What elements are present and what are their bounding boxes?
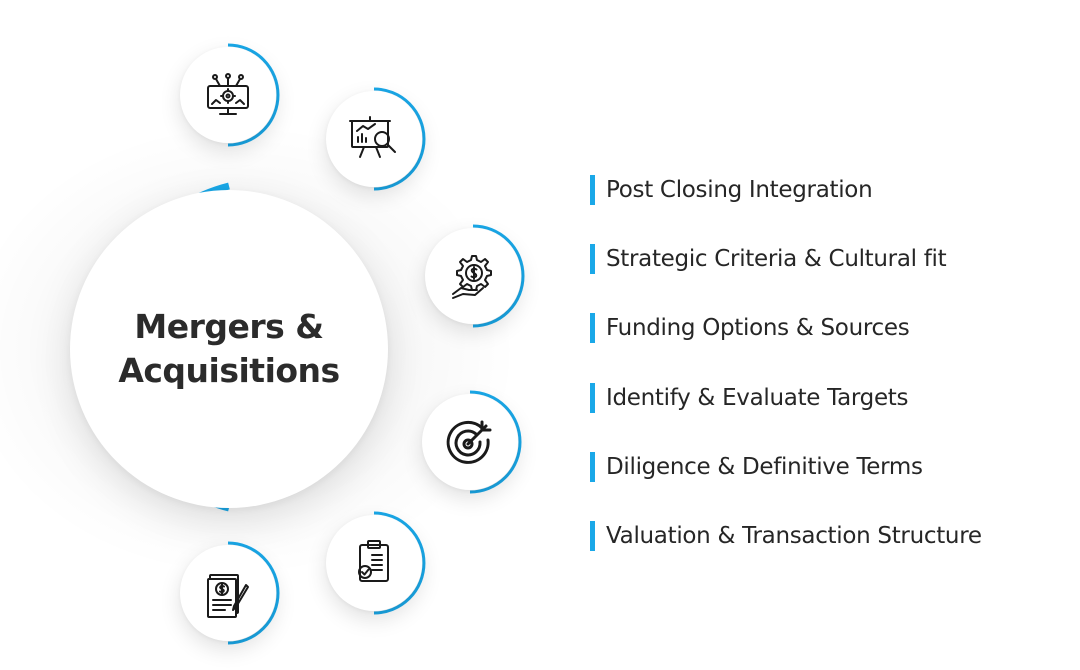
list-item-label: Valuation & Transaction Structure [606, 522, 982, 549]
accent-bar [590, 313, 595, 344]
node-gear-dollar-hand [425, 228, 521, 324]
list-item: Funding Options & Sources [590, 310, 982, 346]
node-dollar-document-pen [180, 545, 276, 641]
list-item: Identify & Evaluate Targets [590, 380, 982, 416]
stage-list: Post Closing Integration Strategic Crite… [590, 172, 982, 587]
list-item-label: Diligence & Definitive Terms [606, 453, 923, 480]
hub-circle: Mergers & Acquisitions [70, 190, 388, 508]
node-accent-arc [472, 224, 525, 328]
node-accent-arc [227, 541, 280, 645]
node-gear-monitor [180, 47, 276, 143]
accent-bar [590, 175, 595, 205]
list-item-label: Strategic Criteria & Cultural fit [606, 246, 947, 273]
list-item: Post Closing Integration [590, 172, 982, 208]
node-accent-arc [469, 390, 522, 494]
accent-bar [590, 382, 595, 413]
list-item-label: Identify & Evaluate Targets [606, 384, 909, 411]
hub-title: Mergers & Acquisitions [118, 307, 340, 390]
list-item-label: Post Closing Integration [606, 177, 873, 203]
dollar-document-pen-icon [207, 574, 249, 618]
node-target-arrow [422, 394, 518, 490]
accent-bar [590, 520, 595, 551]
node-accent-arc [373, 511, 426, 615]
node-chart-presentation [326, 91, 422, 187]
chart-presentation-icon [349, 116, 396, 158]
list-item: Valuation & Transaction Structure [590, 518, 982, 554]
accent-bar [590, 244, 595, 275]
list-item: Diligence & Definitive Terms [590, 449, 982, 485]
list-item: Strategic Criteria & Cultural fit [590, 241, 982, 277]
list-item-label: Funding Options & Sources [606, 315, 910, 342]
clipboard-check-icon [358, 540, 389, 582]
target-arrow-icon [446, 420, 492, 464]
node-clipboard-check [326, 515, 422, 611]
node-accent-arc [227, 43, 280, 147]
gear-dollar-hand-icon [452, 255, 492, 299]
node-accent-arc [373, 87, 426, 191]
gear-monitor-icon [207, 73, 249, 115]
accent-bar [590, 451, 595, 482]
